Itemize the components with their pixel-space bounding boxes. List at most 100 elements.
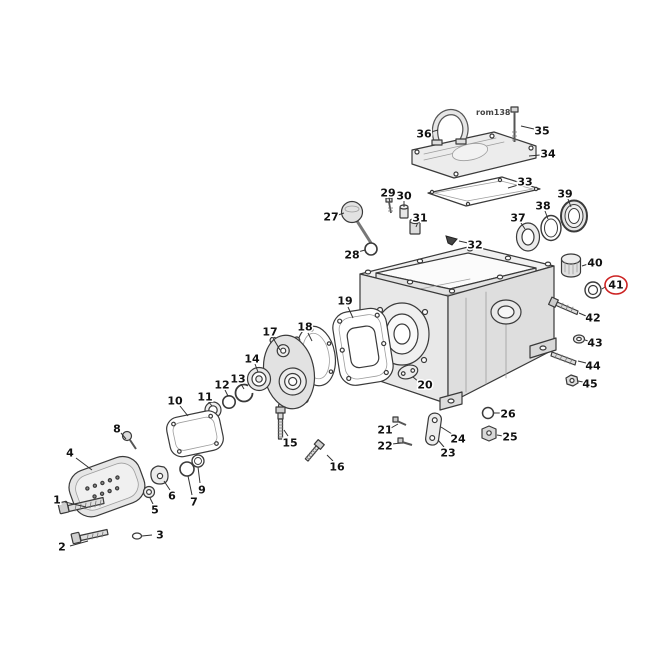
part-breather-bracket-36: [431, 108, 469, 146]
callout-29: 29: [380, 187, 395, 200]
callout-26: 26: [500, 408, 516, 421]
callout-7: 7: [190, 496, 198, 509]
part-drain-plug-25: [481, 425, 497, 442]
part-side-cover-17: [262, 334, 316, 410]
part-screw-8: [121, 430, 137, 450]
leader-line-42: [578, 312, 587, 317]
leader-line-35: [520, 125, 535, 130]
part-ring-38: [540, 214, 562, 242]
leader-line-38: [544, 210, 549, 220]
leader-line-18: [307, 332, 313, 342]
leader-line-1: [64, 501, 87, 508]
part-oring-7: [179, 461, 195, 477]
leader-line-4: [75, 457, 93, 471]
leader-line-3: [141, 534, 153, 537]
leader-line-33: [507, 184, 519, 189]
part-ring-9: [191, 454, 205, 468]
part-nut-45: [565, 374, 579, 387]
part-bolt-2: [70, 528, 109, 545]
callout-40: 40: [587, 257, 603, 270]
leader-line-32: [458, 240, 469, 244]
leader-line-28: [357, 249, 366, 253]
callout-23: 23: [440, 447, 455, 460]
callout-21: 21: [377, 424, 392, 437]
part-bracket-6: [150, 465, 169, 485]
leader-line-12: [224, 389, 229, 397]
leader-line-9: [197, 466, 201, 484]
leader-line-34: [528, 154, 541, 157]
callout-16: 16: [329, 461, 345, 474]
part-bolt-42: [547, 296, 579, 316]
callout-9: 9: [198, 484, 206, 497]
callout-30: 30: [396, 190, 412, 203]
callout-3: 3: [156, 529, 164, 542]
part-dipstick-27: [340, 200, 373, 244]
part-clip-32: [445, 235, 458, 246]
part-plate-20: [397, 364, 419, 380]
leader-line-23: [437, 439, 445, 448]
leader-line-19: [347, 306, 354, 319]
leader-line-44: [577, 360, 587, 364]
callout-27: 27: [323, 211, 338, 224]
leader-line-27: [337, 212, 345, 216]
leader-line-45: [577, 380, 584, 383]
callout-28: 28: [344, 249, 359, 262]
part-bolt-16: [304, 438, 325, 462]
part-gasket-10: [166, 410, 224, 458]
leader-line-2: [69, 540, 89, 547]
leader-line-22: [391, 442, 402, 445]
callout-2: 2: [58, 541, 66, 554]
callout-8: 8: [113, 423, 121, 436]
part-bracket-23-24: [425, 412, 442, 446]
part-bolt-35: [510, 106, 519, 142]
leader-line-20: [412, 376, 420, 383]
callout-11: 11: [197, 391, 212, 404]
part-bolt-15: [275, 406, 286, 440]
part-bearing-14: [246, 366, 272, 392]
part-chrome-cover-4: [68, 455, 146, 518]
part-oring-12: [222, 394, 237, 409]
leader-line-37: [520, 222, 526, 230]
leader-line-41: [601, 286, 606, 290]
leader-line-14: [254, 363, 259, 373]
callout-24: 24: [450, 433, 466, 446]
leader-line-15: [283, 429, 289, 437]
part-seal-39: [560, 199, 588, 233]
part-oring-41: [584, 281, 602, 299]
callout-35: 35: [534, 125, 549, 138]
callout-42: 42: [585, 312, 600, 325]
part-bearing-37: [515, 222, 541, 252]
leader-line-36: [430, 129, 439, 133]
leader-line-31: [415, 221, 419, 228]
leader-line-39: [567, 198, 572, 208]
leader-line-11: [207, 400, 213, 407]
callout-4: 4: [66, 447, 74, 460]
part-snap-ring-13: [234, 383, 254, 403]
part-top-cover-34: [411, 131, 537, 179]
part-oring-28: [364, 242, 378, 256]
leader-line-43: [584, 339, 589, 342]
callout-17: 17: [262, 326, 277, 339]
callout-12: 12: [214, 379, 229, 392]
highlight-circle: [604, 275, 628, 295]
callout-31: 31: [412, 212, 427, 225]
callout-5: 5: [151, 504, 159, 517]
watermark-text: rom138: [476, 108, 511, 117]
part-oring-3: [131, 532, 143, 540]
leader-line-40: [581, 263, 589, 267]
part-bushing-40: [560, 253, 582, 278]
callout-20: 20: [417, 379, 433, 392]
callout-10: 10: [167, 395, 183, 408]
callout-34: 34: [540, 148, 556, 161]
part-oring-26: [481, 406, 495, 420]
part-case-gasket-19: [332, 307, 394, 386]
leader-line-25: [496, 434, 504, 437]
leader-line-24: [440, 426, 453, 435]
callout-37: 37: [510, 212, 525, 225]
leader-line-21: [390, 423, 399, 429]
callout-25: 25: [502, 431, 517, 444]
leader-line-10: [179, 405, 189, 417]
leader-line-29: [388, 197, 391, 203]
part-bolt-1: [57, 496, 105, 515]
